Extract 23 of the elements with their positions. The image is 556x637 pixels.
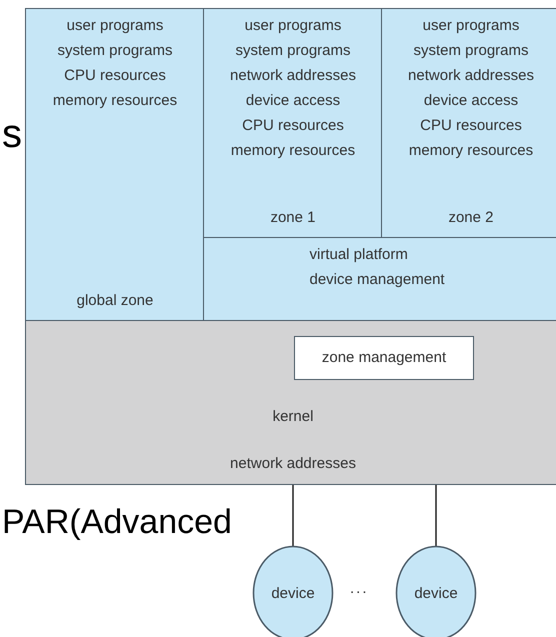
panel-text: user programs system programs CPU resources memory resources	[52, 16, 178, 111]
connector-line	[435, 485, 437, 546]
zone-label: global zone	[76, 291, 154, 311]
kernel-label: kernel	[272, 407, 314, 427]
global-zone-panel	[25, 8, 205, 322]
network-addresses-label: network addresses	[229, 454, 357, 474]
device-label: device	[270, 584, 316, 604]
zone-management-box	[294, 336, 474, 380]
virtual-platform-panel	[203, 237, 556, 322]
slide-text-fragment: s	[2, 112, 22, 157]
panel-text: user programs system programs network addresses device access CPU resources memory resources	[230, 16, 356, 161]
connector-line	[292, 485, 294, 546]
box-label: zone management	[320, 348, 448, 368]
panel-text: virtual platform device management	[310, 245, 446, 290]
ellipsis: ...	[350, 580, 369, 597]
zone-label: zone 1	[269, 208, 317, 228]
slide-text-fragment: PAR(Advanced	[2, 503, 232, 542]
zone-panel	[203, 8, 383, 239]
zone-label: zone 2	[447, 208, 495, 228]
panel-text: user programs system programs network addresses device access CPU resources memory resources	[408, 16, 534, 161]
device-label: device	[413, 584, 459, 604]
kernel-layer	[25, 320, 556, 485]
zone-panel	[381, 8, 556, 239]
